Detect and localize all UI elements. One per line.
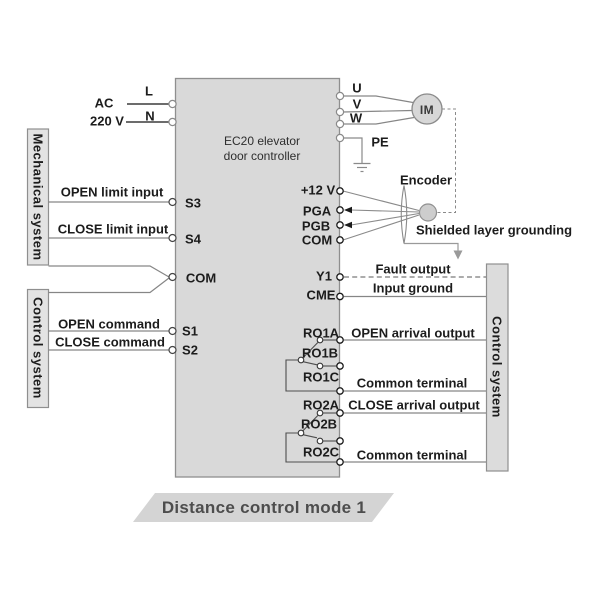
close-limit-input-label: CLOSE limit input [57, 221, 169, 237]
line-l-label: L [145, 83, 153, 99]
pgb-arrowhead [344, 221, 352, 229]
terminal-ro1a: RO1A [302, 325, 340, 341]
relay-contact-dots [297, 336, 324, 445]
caption-banner [133, 493, 394, 522]
terminal-ro2c: RO2C [302, 444, 340, 460]
open-limit-input-label: OPEN limit input [60, 184, 164, 200]
left-terminals [168, 99, 177, 355]
control-system-left-label: Control system [30, 297, 46, 399]
open-arrival-output-label: OPEN arrival output [351, 325, 475, 341]
fault-output-label: Fault output [375, 261, 451, 277]
terminal-pgb: PGB [301, 218, 331, 234]
pe-ground-symbol [343, 137, 371, 173]
common-terminal-1-label: Common terminal [356, 375, 468, 391]
controller-title-line1: EC20 elevator [223, 134, 301, 148]
shield-grounding-arrow [404, 242, 463, 260]
terminal-ro1b: RO1B [301, 345, 339, 361]
controller-box [174, 77, 341, 478]
terminal-ro2a: RO2A [302, 397, 340, 413]
common-terminal-2-label: Common terminal [356, 447, 468, 463]
input-ground-label: Input ground [372, 280, 454, 296]
close-arrival-output-label: CLOSE arrival output [348, 397, 480, 413]
terminal-y1: Y1 [316, 268, 332, 284]
terminal-cme: CME [306, 287, 336, 303]
terminal-ro2b: RO2B [300, 416, 338, 432]
power-wires [126, 103, 169, 123]
output-wires [343, 295, 486, 463]
shield-grounding-label: Shielded layer grounding [415, 222, 573, 238]
terminal-w: W [349, 110, 363, 126]
relay-ro2-contacts [285, 412, 337, 463]
im-motor-label: IM [419, 103, 435, 117]
open-command-label: OPEN command [58, 316, 160, 332]
controller-title-line2: door controller [223, 149, 301, 163]
ac-label: AC [94, 95, 114, 111]
voltage-label: 220 V [90, 113, 124, 129]
terminal-v: V [352, 96, 362, 112]
control-system-right-label: Control system [489, 316, 505, 418]
encoder-title: Encoder [399, 172, 453, 188]
terminal-s3: S3 [185, 195, 201, 211]
terminal-s2: S2 [182, 342, 198, 358]
terminal-s1: S1 [182, 323, 198, 339]
control-system-left-box [26, 288, 50, 409]
encoder-circle [418, 203, 438, 222]
terminal-u: U [352, 80, 362, 96]
control-system-right-box [485, 263, 509, 472]
line-n-label: N [145, 108, 155, 124]
pga-arrowhead [344, 206, 352, 214]
encoder-wires [342, 190, 420, 241]
relay-ro1-contacts [285, 339, 337, 392]
terminal-s4: S4 [185, 231, 201, 247]
mechanical-system-box [26, 128, 50, 266]
terminal-pga: PGA [302, 203, 332, 219]
motor-encoder-dashed-link [437, 108, 456, 213]
close-command-label: CLOSE command [55, 334, 165, 350]
terminal-com-right: COM [301, 232, 333, 248]
right-terminals [335, 91, 345, 466]
terminal-12v: +12 V [300, 182, 336, 198]
caption-text: Distance control mode 1 [161, 498, 367, 517]
motor-wires [342, 95, 415, 125]
terminal-ro1c: RO1C [302, 369, 340, 385]
shield-lens [400, 185, 408, 244]
left-input-wires [48, 201, 170, 351]
terminal-pe: PE [371, 134, 389, 150]
mechanical-system-label: Mechanical system [30, 133, 46, 261]
terminal-com-left: COM [185, 270, 217, 286]
